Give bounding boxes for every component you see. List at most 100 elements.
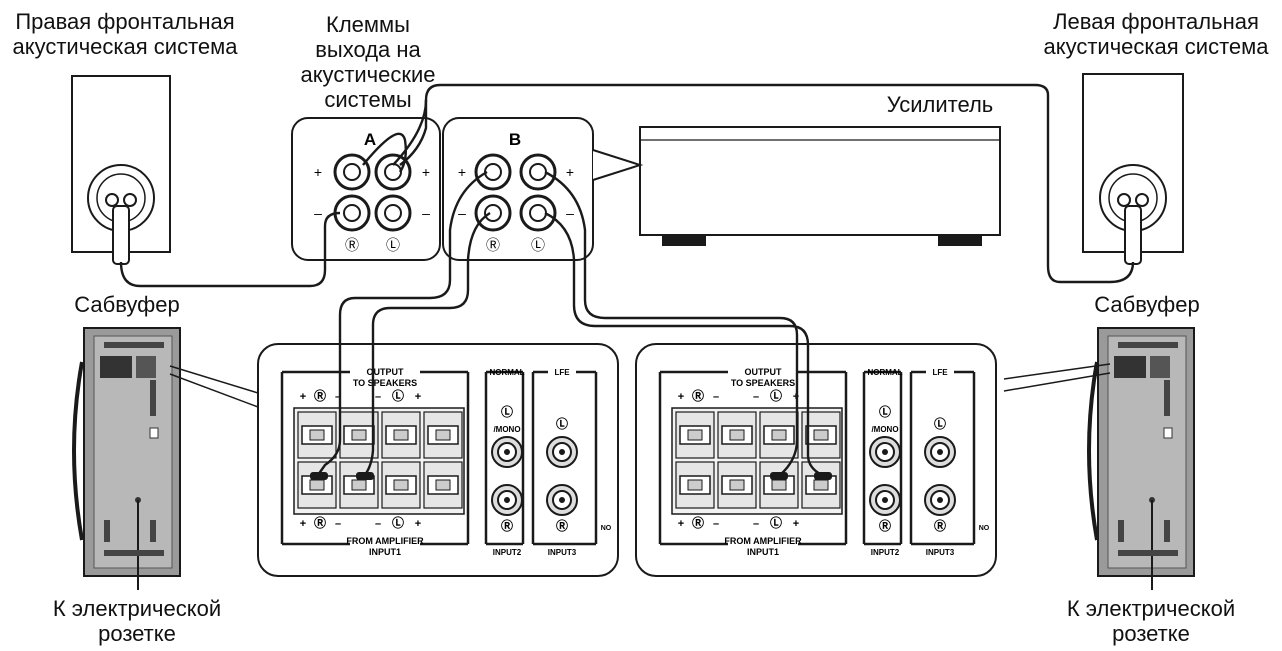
terminal-slot — [729, 479, 745, 491]
channel-l-label: Ⓛ — [392, 388, 404, 403]
input2-label: INPUT2 — [871, 548, 900, 557]
terminal-slot — [351, 479, 367, 491]
channel-l-label: Ⓛ — [501, 404, 513, 419]
rca-jack-pin — [882, 449, 888, 455]
terminal-slot — [813, 479, 829, 491]
minus-sign: – — [713, 391, 719, 403]
nc-label: NO — [601, 525, 612, 532]
nc-label: NO — [979, 525, 990, 532]
wire-b-l-minus — [544, 211, 823, 477]
terminal-slot — [435, 479, 451, 491]
wire-right-speaker — [119, 211, 341, 288]
speaker-wires — [119, 83, 1135, 477]
minus-sign: – — [335, 391, 341, 403]
terminal-slot — [687, 479, 703, 491]
channel-r-label: Ⓡ — [345, 237, 359, 253]
channel-l-label: Ⓛ — [770, 388, 782, 403]
wire-a-l — [392, 99, 428, 166]
input3-label: INPUT3 — [548, 548, 577, 557]
rca-jack-pin — [937, 497, 943, 503]
plus-sign: + — [566, 164, 574, 180]
minus-sign: – — [713, 518, 719, 530]
subwoofer-right-cabinet — [1087, 327, 1195, 590]
plus-sign: + — [300, 518, 306, 530]
minus-sign: – — [458, 205, 466, 221]
channel-l-label: Ⓛ — [556, 416, 568, 431]
output-title: OUTPUT — [367, 367, 405, 377]
normal-label: NORMAL — [489, 368, 524, 377]
rca-jack-pin — [559, 449, 565, 455]
input1-label: INPUT1 — [369, 547, 401, 557]
rca-jack-pin — [882, 497, 888, 503]
subwoofer-left-cabinet — [72, 327, 181, 590]
outlet-left-label: К электрической розетке — [52, 596, 222, 646]
mono-label: /MONO — [493, 425, 520, 434]
plus-sign: + — [458, 164, 466, 180]
leader-line — [1003, 372, 1111, 392]
plus-sign: + — [300, 391, 306, 403]
input2-label: INPUT2 — [493, 548, 522, 557]
plus-sign: + — [415, 518, 421, 530]
minus-sign: – — [375, 391, 381, 403]
wire-plugs — [310, 472, 832, 480]
terminal-slot — [771, 479, 787, 491]
minus-sign: – — [753, 518, 759, 530]
outlet-right-label: К электрической розетке — [1066, 596, 1236, 646]
terminal-slot — [393, 429, 409, 441]
plus-sign: + — [415, 391, 421, 403]
left-front-speaker — [1082, 73, 1184, 265]
subwoofer-left-label: Сабвуфер — [74, 292, 180, 317]
lfe-label: LFE — [554, 368, 570, 377]
minus-sign: – — [753, 391, 759, 403]
wire-a-to-left-panel — [362, 132, 408, 173]
plus-sign: + — [422, 164, 430, 180]
terminal-slot — [687, 429, 703, 441]
right-front-speaker-label: Правая фронтальная акустическая система — [12, 9, 238, 59]
lfe-label: LFE — [932, 368, 948, 377]
terminal-slot — [393, 479, 409, 491]
input1-label: INPUT1 — [747, 547, 779, 557]
minus-sign: – — [375, 518, 381, 530]
leader-line — [169, 365, 259, 394]
plus-sign: + — [678, 391, 684, 403]
mono-label: /MONO — [871, 425, 898, 434]
normal-label: NORMAL — [867, 368, 902, 377]
terminal-slot — [771, 429, 787, 441]
wire-left-speaker — [399, 83, 1135, 284]
minus-sign: – — [566, 205, 574, 221]
from-amplifier-label: FROM AMPLIFIER — [346, 536, 424, 546]
input3-label: INPUT3 — [926, 548, 955, 557]
wire-b-r-plus — [317, 170, 488, 476]
rca-jack-pin — [937, 449, 943, 455]
channel-r-label: Ⓡ — [692, 515, 704, 530]
channel-l-label: Ⓛ — [386, 237, 400, 253]
channel-l-label: Ⓛ — [392, 515, 404, 530]
plus-sign: + — [314, 164, 322, 180]
terminal-slot — [729, 429, 745, 441]
to-speakers-label: TO SPEAKERS — [353, 378, 417, 388]
channel-r-label: Ⓡ — [314, 515, 326, 530]
right-front-speaker — [71, 75, 171, 265]
channel-r-label: Ⓡ — [879, 518, 891, 533]
amplifier-body — [639, 126, 1001, 246]
group-b-label: B — [509, 130, 521, 149]
plus-sign: + — [678, 518, 684, 530]
channel-r-label: Ⓡ — [501, 518, 513, 533]
terminal-slot — [813, 429, 829, 441]
leader-line — [1003, 363, 1111, 380]
channel-l-label: Ⓛ — [879, 404, 891, 419]
left-front-speaker-label: Левая фронтальная акустическая система — [1043, 9, 1269, 59]
from-amplifier-label: FROM AMPLIFIER — [724, 536, 802, 546]
channel-r-label: Ⓡ — [556, 518, 568, 533]
to-speakers-label: TO SPEAKERS — [731, 378, 795, 388]
rca-jack-pin — [504, 497, 510, 503]
terminal-slot — [309, 479, 325, 491]
channel-r-label: Ⓡ — [934, 518, 946, 533]
plus-sign: + — [793, 518, 799, 530]
terminal-slot — [309, 429, 325, 441]
output-title: OUTPUT — [745, 367, 783, 377]
minus-sign: – — [335, 518, 341, 530]
